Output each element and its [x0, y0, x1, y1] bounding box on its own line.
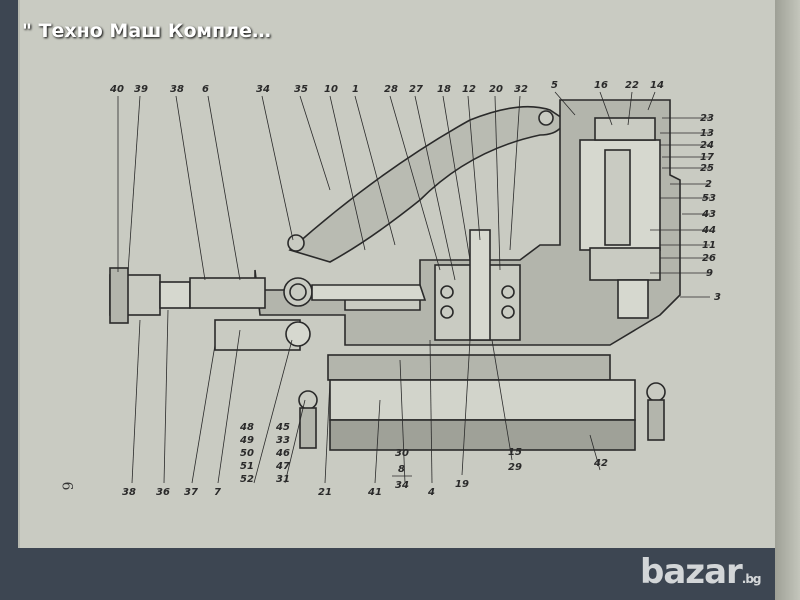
top-cap: [594, 117, 656, 141]
callout-23: 23: [700, 113, 714, 124]
callout-43: 43: [701, 209, 716, 220]
callout-12: 12: [462, 84, 476, 95]
callout-50: 50: [240, 448, 254, 459]
main-housing: [254, 99, 681, 346]
callout-8: 8: [398, 464, 405, 475]
rod: [189, 277, 266, 309]
callout-38-bottom: 38: [122, 487, 136, 498]
callout-45: 45: [275, 422, 290, 433]
collet: [159, 281, 191, 309]
callout-2: 2: [705, 179, 712, 190]
callout-15: 15: [508, 447, 522, 458]
callout-48: 48: [239, 422, 254, 433]
pivot-right: [538, 110, 554, 126]
callout-31: 31: [276, 474, 290, 485]
watermark-suffix: .bg: [741, 572, 762, 586]
callout-25: 25: [700, 163, 714, 174]
listing-title-banner: " Техно Маш Компле…: [0, 0, 300, 44]
callout-26: 26: [702, 253, 716, 264]
callout-39: 39: [134, 84, 148, 95]
chuck-cap: [109, 267, 129, 324]
callout-35: 35: [294, 84, 308, 95]
right-brush: [646, 382, 666, 402]
base-lower: [329, 419, 636, 451]
pivot-left: [287, 234, 305, 252]
callout-42: 42: [593, 458, 608, 469]
callout-11: 11: [702, 240, 716, 251]
callout-14: 14: [650, 80, 664, 91]
callout-46: 46: [275, 448, 290, 459]
callout-52: 52: [240, 474, 254, 485]
callout-18: 18: [437, 84, 451, 95]
listing-title[interactable]: " Техно Маш Компле…: [22, 20, 271, 42]
callout-6: 6: [202, 84, 209, 95]
lower-bushing: [589, 247, 661, 281]
watermark-main: bazar: [640, 552, 743, 592]
callout-44: 44: [701, 225, 716, 236]
callout-49: 49: [239, 435, 254, 446]
callout-10: 10: [324, 84, 338, 95]
callout-30: 30: [395, 448, 409, 459]
callout-34: 34: [256, 84, 270, 95]
spindle: [604, 149, 631, 246]
shaft: [469, 229, 491, 341]
watermark-logo: bazar.bg: [640, 552, 762, 592]
rod-joint: [283, 277, 313, 307]
callout-13: 13: [700, 128, 714, 139]
base-middle: [329, 379, 636, 421]
callout-28: 28: [384, 84, 398, 95]
spindle-tip: [617, 279, 649, 319]
callout-7: 7: [214, 487, 221, 498]
callout-1: 1: [352, 84, 359, 95]
left-brush: [298, 390, 318, 410]
book-spine: [775, 0, 800, 600]
callout-53: 53: [702, 193, 716, 204]
callout-22: 22: [625, 80, 639, 91]
lever-arm: [288, 105, 566, 263]
callout-27: 27: [409, 84, 423, 95]
callout-24: 24: [700, 140, 714, 151]
callout-36: 36: [156, 487, 170, 498]
callout-21: 21: [318, 487, 332, 498]
callout-19: 19: [455, 479, 469, 490]
callout-17: 17: [700, 152, 714, 163]
callout-47: 47: [275, 461, 290, 472]
callout-9: 9: [706, 268, 713, 279]
callout-34-bottom: 34: [395, 480, 409, 491]
callout-16: 16: [594, 80, 608, 91]
callout-33: 33: [276, 435, 290, 446]
callout-37: 37: [184, 487, 198, 498]
callout-38-top: 38: [170, 84, 184, 95]
callout-41: 41: [367, 487, 382, 498]
callout-4: 4: [427, 487, 435, 498]
callout-32: 32: [514, 84, 528, 95]
callout-40: 40: [109, 84, 124, 95]
callout-29: 29: [508, 462, 522, 473]
callout-51: 51: [240, 461, 254, 472]
callout-5: 5: [551, 80, 558, 91]
callout-3: 3: [714, 292, 721, 303]
callout-20: 20: [489, 84, 503, 95]
page-number: 6: [58, 481, 75, 491]
